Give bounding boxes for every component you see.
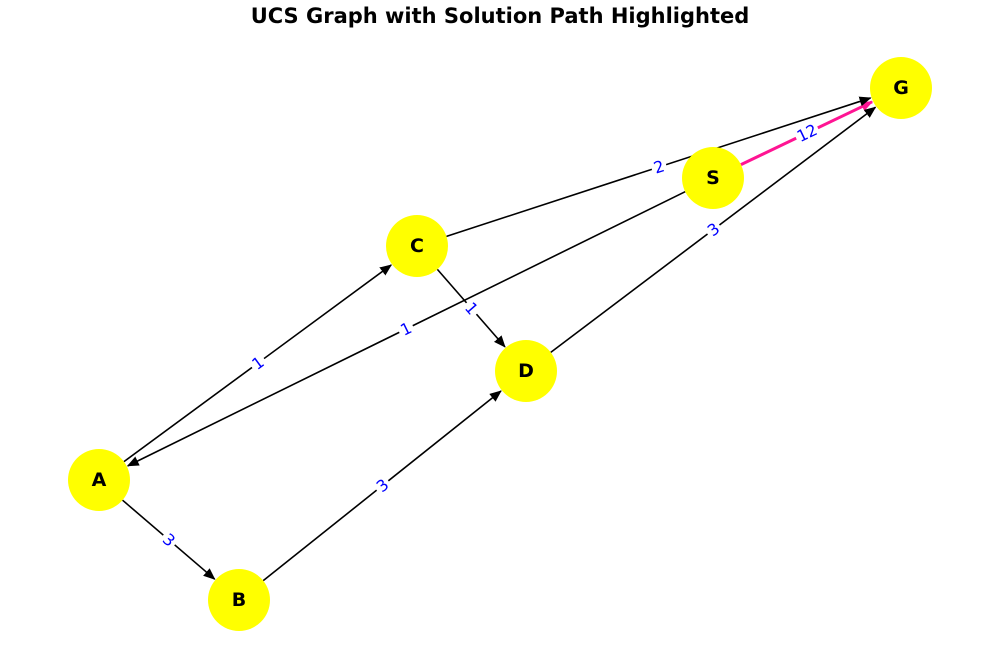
edge-weight-s-a: 1: [396, 318, 416, 340]
node-label: C: [410, 235, 424, 257]
edge-weight-a-c: 1: [248, 352, 268, 374]
node-circle: [386, 215, 448, 277]
edge-weight-background: [396, 318, 416, 340]
edge-weight-text: 12: [794, 120, 821, 146]
edge-weight-background: [650, 157, 668, 177]
node-label: G: [893, 77, 909, 99]
node-label: S: [706, 167, 720, 189]
edge-weight-s-g: 12: [793, 120, 821, 146]
edge-weight-a-b: 3: [159, 529, 179, 551]
edge-weight-background: [793, 121, 821, 145]
edge-weight-background: [159, 529, 179, 551]
node-a: A: [68, 449, 130, 511]
node-c: C: [386, 215, 448, 277]
node-b: B: [208, 569, 270, 631]
node-circle: [208, 569, 270, 631]
edge-weight-c-g: 2: [650, 156, 668, 178]
edges-layer: [122, 96, 877, 582]
node-circle: [68, 449, 130, 511]
edge-weight-background: [372, 475, 393, 496]
node-label: D: [518, 360, 534, 382]
edge-weight-background: [461, 298, 482, 319]
diagram-title: UCS Graph with Solution Path Highlighted: [250, 4, 750, 28]
edge-weight-c-d: 1: [461, 298, 482, 319]
node-label: B: [232, 589, 246, 611]
nodes-layer: S A B C D G: [68, 57, 932, 631]
edge-weight-background: [703, 219, 724, 240]
node-circle: [682, 147, 744, 209]
node-g: G: [870, 57, 932, 119]
edge-weight-d-g: 3: [703, 219, 724, 240]
node-label: A: [92, 469, 107, 491]
node-s: S: [682, 147, 744, 209]
node-d: D: [495, 340, 557, 402]
node-circle: [495, 340, 557, 402]
node-circle: [870, 57, 932, 119]
edge-weight-background: [248, 352, 268, 374]
edge-weight-b-d: 3: [372, 475, 393, 496]
